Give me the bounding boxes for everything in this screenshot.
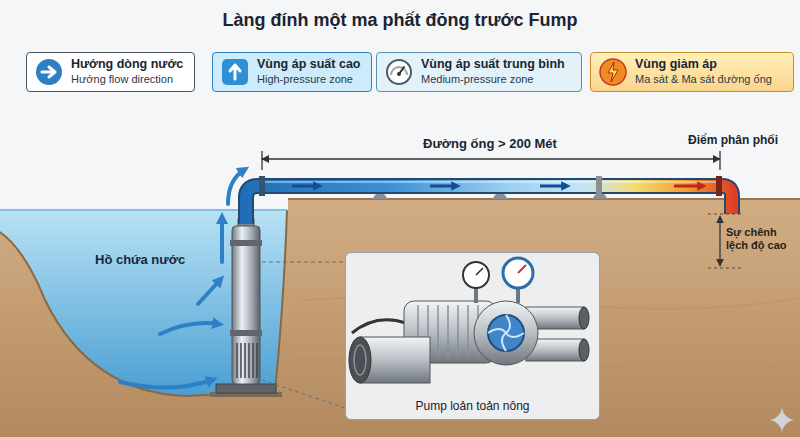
legend-heading: Hướng dòng nước <box>71 57 186 73</box>
submersible-pump-part <box>232 226 260 384</box>
watermark-sparkle <box>770 408 794 432</box>
pump-illustration-part <box>352 320 406 333</box>
ground-surface <box>288 198 800 200</box>
label-holder: Điểm phân phối <box>688 133 796 147</box>
pipe-support <box>372 194 608 199</box>
label-holder: Đường ống > 200 Mét <box>380 136 600 151</box>
inset-leader <box>262 380 345 408</box>
pipe-flange <box>259 176 265 196</box>
submersible-pump-part <box>237 343 257 378</box>
zone-subtext: High-pressure zone <box>257 73 363 87</box>
reservoir-bank <box>0 210 287 396</box>
pump-illustration-part <box>476 268 483 275</box>
pump-illustration-part <box>503 258 533 288</box>
zone-icon <box>385 58 413 86</box>
pipe-flange <box>716 176 722 196</box>
pipe-highlight <box>262 181 716 183</box>
zone-icon <box>35 58 63 86</box>
zone-box: Vùng áp suất trung bìnhMedium-pressure z… <box>376 52 582 92</box>
pipe-outline <box>246 186 732 224</box>
pump-illustration-part <box>488 315 524 351</box>
zone-subtext: Medium-pressure zone <box>421 73 573 87</box>
flow-arrow <box>674 185 702 188</box>
pump-inset-box: Pump loản toản nông <box>345 252 600 420</box>
zone-icon <box>599 58 627 86</box>
water-flow-arrow-part <box>120 380 212 388</box>
dimension-line <box>262 158 720 159</box>
pipe-support-part <box>592 194 608 199</box>
submersible-pump-part <box>216 384 276 393</box>
zone-icon-part <box>222 59 248 85</box>
zone-icon-part <box>230 65 240 79</box>
pipe-support-part <box>492 194 508 199</box>
flow-arrow <box>292 185 318 188</box>
legend-subtext: Hướng flow direction <box>71 73 186 87</box>
point-label: Điểm phân phối <box>688 133 796 147</box>
zone-heading: Vùng áp suất cao <box>257 57 363 73</box>
pump-illustration-part <box>579 339 589 361</box>
water-flow-arrow <box>120 170 244 388</box>
water-flow-arrow-part <box>160 323 218 334</box>
water-flow-arrow-part <box>228 170 244 204</box>
zone-icon <box>221 58 249 86</box>
flow-arrow <box>430 185 456 188</box>
level-mark <box>708 268 742 269</box>
zone-box: Vùng giảm ápMa sát & Ma sát đường ống <box>590 52 794 92</box>
flow-arrow <box>540 185 566 188</box>
zone-heading: Vùng áp suất trung bình <box>421 57 573 73</box>
zone-icon-part <box>600 59 626 85</box>
submersible-pump <box>210 219 282 397</box>
pipe-flange <box>596 176 602 196</box>
pump-illustration-part <box>579 307 589 329</box>
zone-icon-part <box>397 72 401 76</box>
label-holder: Hồ chứa nước <box>95 252 205 267</box>
title-holder: Làng đính một ma phất đỏng trước Fump <box>0 10 800 31</box>
inset-leader <box>262 262 345 263</box>
dimension-label: Đường ống > 200 Mét <box>420 136 560 151</box>
ground <box>0 199 800 437</box>
zone-icon-part <box>391 67 407 75</box>
dimension-tick <box>719 151 720 170</box>
water-flow-arrow-part <box>220 218 224 262</box>
height-dimension <box>719 216 720 266</box>
pump-illustration-part <box>354 345 366 375</box>
pump-illustration-part <box>518 265 526 273</box>
pump-illustration-part <box>488 315 524 351</box>
inset-caption: Pump loản toản nông <box>411 399 533 414</box>
zone-subtext: Ma sát & Ma sát đường ống <box>635 73 785 87</box>
pump-illustration-part <box>474 301 538 365</box>
pump-illustration <box>346 253 601 395</box>
dimension-tick <box>261 151 262 170</box>
legend-box: Hướng dòng nướcHướng flow direction <box>26 52 195 92</box>
height-label: Sự chênh lệch độ cao <box>726 226 794 252</box>
pipeline <box>246 186 732 224</box>
water-flow-arrow-part <box>198 280 220 304</box>
zone-icon-part <box>387 60 411 84</box>
pipe-support-part <box>372 194 388 199</box>
zone-icon-part <box>36 59 62 85</box>
pump-illustration-part <box>463 262 489 288</box>
submersible-pump-part <box>230 240 262 246</box>
zone-heading: Vùng giảm áp <box>635 57 785 73</box>
zone-icon-part <box>42 67 55 77</box>
label-holder: Sự chênh lệch độ cao <box>726 226 794 252</box>
pump-illustration-part <box>349 337 371 383</box>
zone-box: Vùng áp suất caoHigh-pressure zone <box>212 52 372 92</box>
submersible-pump-part <box>230 330 262 336</box>
reservoir-water <box>0 210 287 396</box>
diagram-title: Làng đính một ma phất đỏng trước Fump <box>0 10 800 31</box>
zone-icon-part <box>608 62 618 82</box>
reservoir-label: Hồ chứa nước <box>95 252 205 267</box>
level-mark <box>708 214 742 215</box>
